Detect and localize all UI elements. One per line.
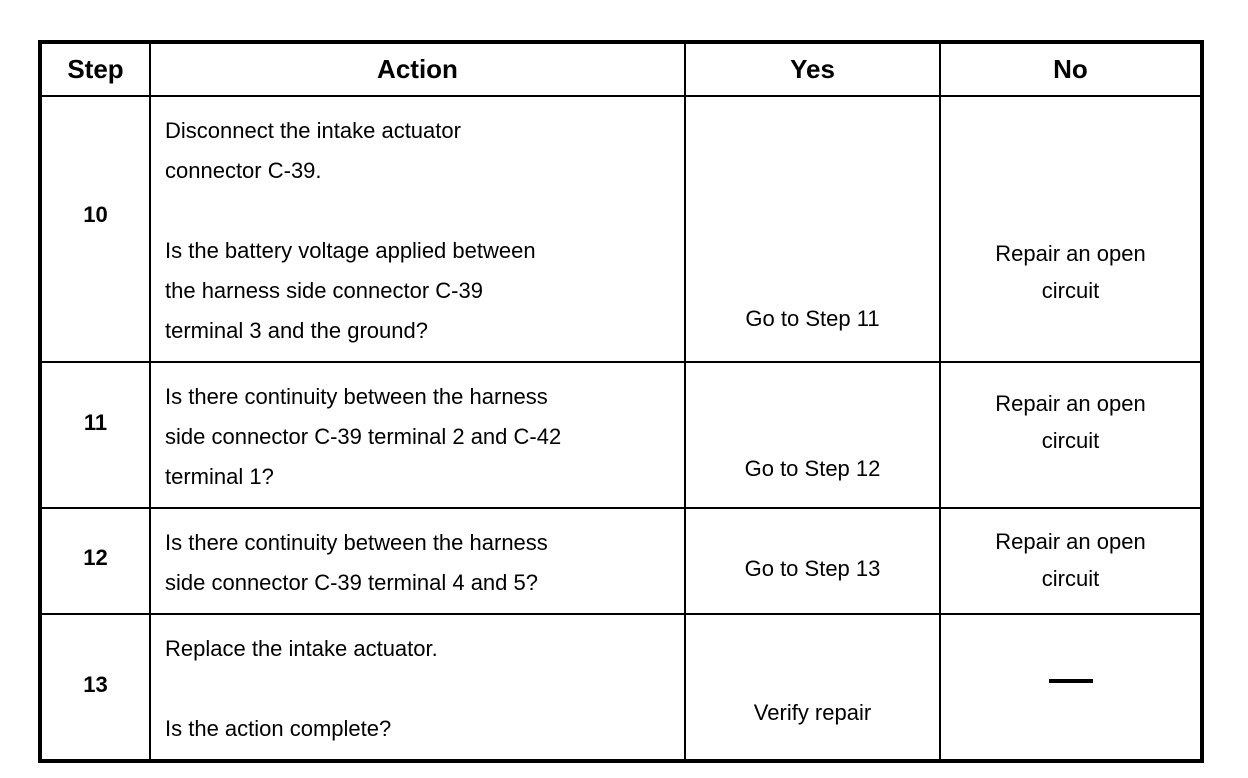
yes-outcome: Go to Step 11 xyxy=(684,95,941,363)
action-paragraph: Replace the intake actuator. xyxy=(165,636,438,661)
action-paragraph: Disconnect the intake actuator connector… xyxy=(165,118,461,183)
step-number: 13 xyxy=(39,613,151,762)
no-outcome: Repair an open circuit xyxy=(939,95,1203,363)
step-number: 12 xyxy=(39,507,151,615)
column-header-action: Action xyxy=(149,41,686,97)
table-row: 12 Is there continuity between the harne… xyxy=(39,507,1203,615)
action-paragraph: Is the action complete? xyxy=(165,716,392,741)
action-cell: Disconnect the intake actuator connector… xyxy=(149,95,686,363)
yes-outcome: Go to Step 13 xyxy=(684,507,941,615)
step-number: 10 xyxy=(39,95,151,363)
table-body: 10 Disconnect the intake actuator connec… xyxy=(39,95,1203,762)
table-row: 13 Replace the intake actuator. Is the a… xyxy=(39,613,1203,762)
action-cell: Replace the intake actuator. Is the acti… xyxy=(149,613,686,762)
no-outcome-empty-dash xyxy=(939,613,1203,762)
action-paragraph: Is there continuity between the harness … xyxy=(165,384,562,489)
table-row: 10 Disconnect the intake actuator connec… xyxy=(39,95,1203,363)
action-paragraph: Is the battery voltage applied between t… xyxy=(165,238,536,343)
em-dash-glyph xyxy=(1048,678,1093,683)
column-header-no: No xyxy=(939,41,1203,97)
column-header-step: Step xyxy=(39,41,151,97)
action-cell: Is there continuity between the harness … xyxy=(149,361,686,509)
action-paragraph: Is there continuity between the harness … xyxy=(165,530,548,595)
step-number: 11 xyxy=(39,361,151,509)
yes-outcome: Verify repair xyxy=(684,613,941,762)
yes-outcome: Go to Step 12 xyxy=(684,361,941,509)
diagnostic-steps-table: Step Action Yes No 10 Disconnect the int… xyxy=(38,40,1204,763)
column-header-yes: Yes xyxy=(684,41,941,97)
table-header-row: Step Action Yes No xyxy=(39,41,1203,97)
no-outcome: Repair an open circuit xyxy=(939,361,1203,509)
table-row: 11 Is there continuity between the harne… xyxy=(39,361,1203,509)
table-header: Step Action Yes No xyxy=(39,41,1203,97)
action-cell: Is there continuity between the harness … xyxy=(149,507,686,615)
no-outcome: Repair an open circuit xyxy=(939,507,1203,615)
